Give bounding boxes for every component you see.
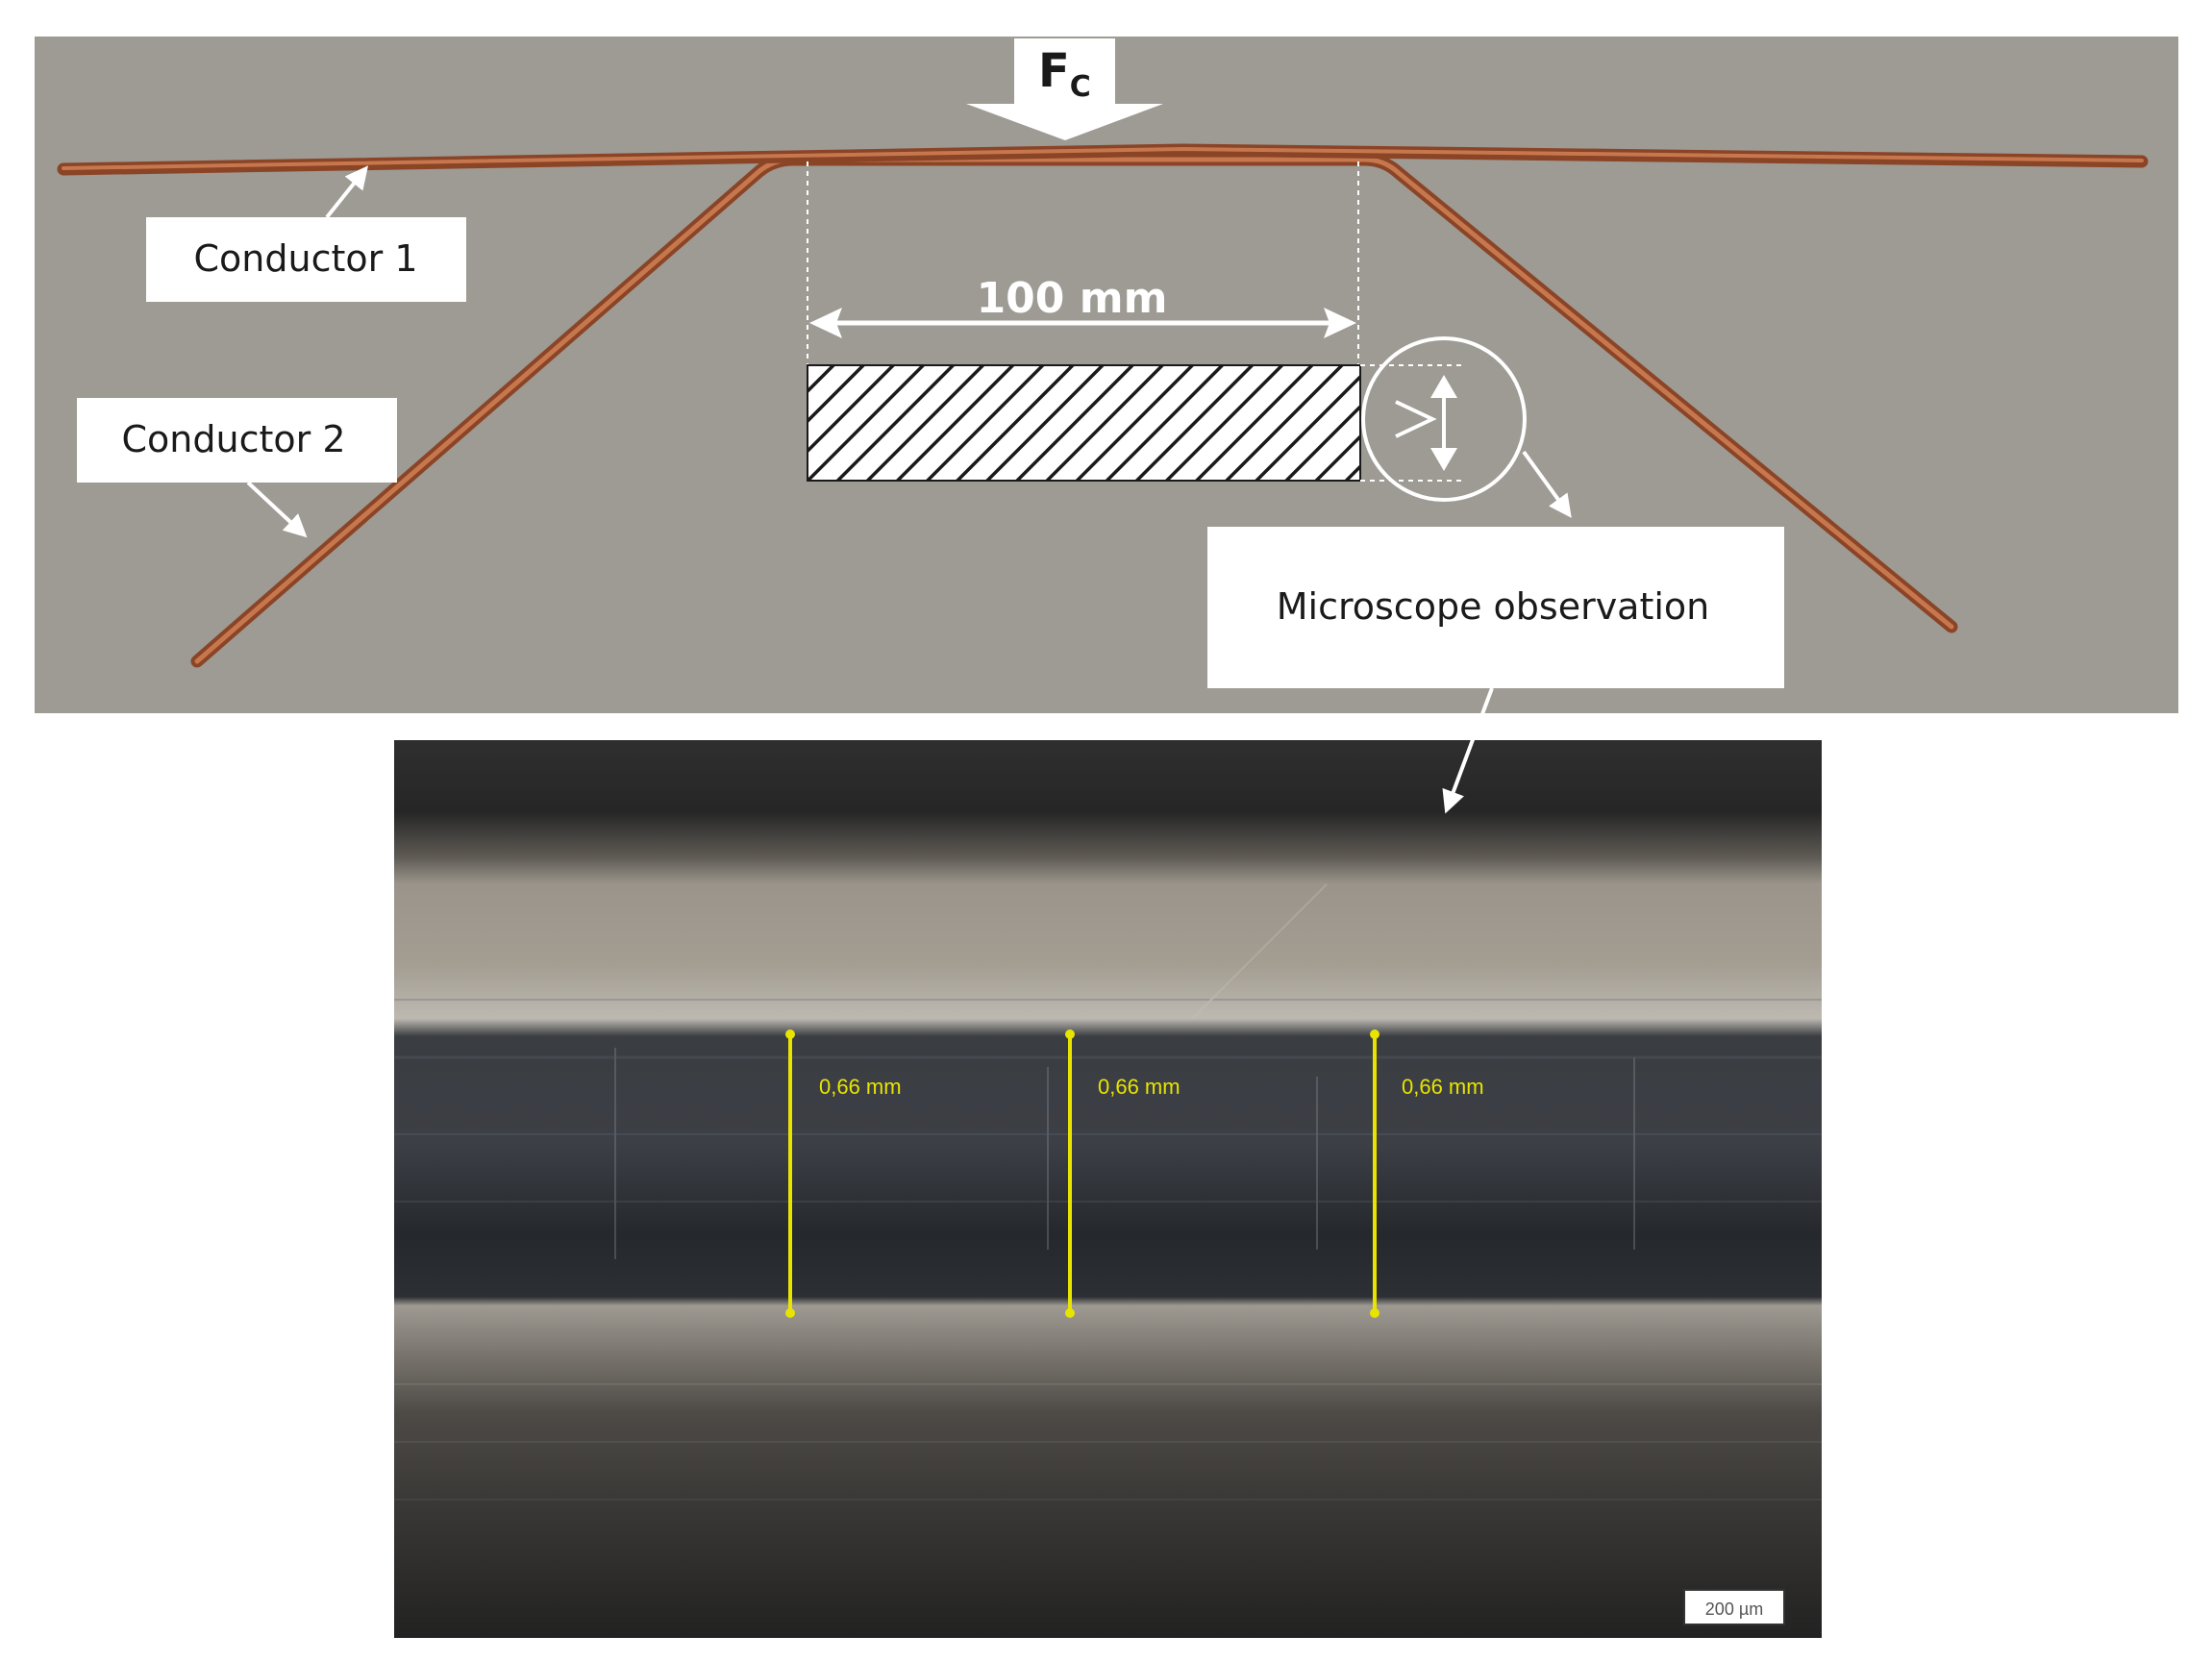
force-subscript: C	[1070, 70, 1091, 104]
thickness-arrow-down-icon	[1430, 448, 1457, 471]
conductor-2-label-box	[77, 398, 397, 483]
conductor-2-label: Conductor 2	[122, 418, 346, 460]
scale-bar-label: 200 µm	[1705, 1599, 1763, 1619]
measurement-3: 0,66 mm	[1370, 1029, 1484, 1318]
callout-arrow-1	[1522, 450, 1572, 518]
scale-bar-box	[1683, 1589, 1785, 1625]
measurement-2: 0,66 mm	[1065, 1029, 1181, 1318]
conductor-1-label-box	[146, 217, 466, 302]
microscope-label-box	[1207, 527, 1784, 688]
measurement-3-label: 0,66 mm	[1402, 1075, 1484, 1099]
view-direction-icon	[1395, 400, 1437, 438]
length-label: 100 mm	[977, 274, 1168, 323]
conductor-1-highlight	[62, 146, 2144, 170]
conductor-2-pointer-arrow	[246, 481, 308, 538]
micrograph-texture	[394, 883, 1822, 1500]
dimension-arrowhead-left-icon	[809, 308, 842, 338]
measurement-2-label: 0,66 mm	[1098, 1075, 1181, 1099]
measurement-1-label: 0,66 mm	[819, 1075, 902, 1099]
force-label: FC	[1038, 44, 1091, 104]
observation-circle	[1361, 336, 1527, 502]
conductor-1-label: Conductor 1	[194, 237, 418, 280]
force-arrow-icon	[966, 38, 1163, 140]
hatched-specimen	[807, 364, 1361, 482]
thickness-arrow-up-icon	[1430, 375, 1457, 398]
conductor-1-pointer-arrow	[325, 165, 368, 219]
force-symbol: F	[1038, 44, 1070, 98]
top-panel: FC 100 mm Conductor 1 Conductor 2 Micros…	[35, 37, 2178, 713]
callout-arrow-2	[1442, 687, 1494, 814]
micrograph-panel: 0,66 mm 0,66 mm 0,66 mm 200 µm	[394, 687, 1822, 1638]
dimension-arrowhead-right-icon	[1324, 308, 1356, 338]
micrograph-image	[394, 740, 1822, 1638]
conductor-2-highlight	[194, 157, 1954, 664]
measurement-1: 0,66 mm	[785, 1029, 902, 1318]
microscope-label: Microscope observation	[1277, 585, 1710, 628]
